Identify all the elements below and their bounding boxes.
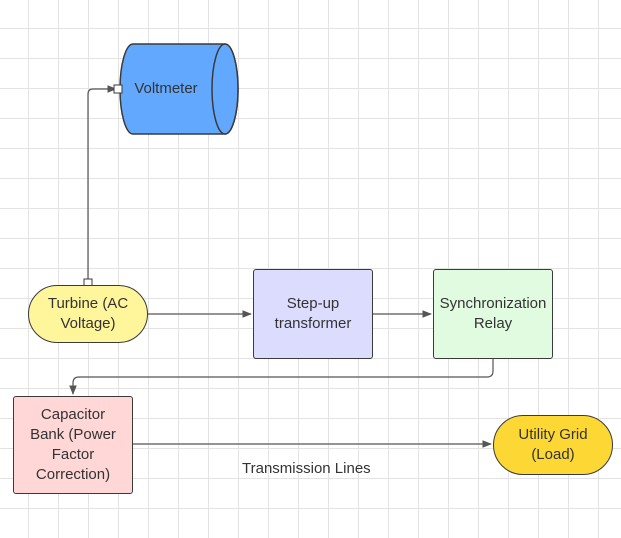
- turbine-node[interactable]: Turbine (AC Voltage): [28, 285, 148, 343]
- transmission-lines-label: Transmission Lines: [242, 460, 371, 477]
- relay-text: Synchronization Relay: [439, 295, 547, 332]
- capacitor-text: Capacitor Bank (Power Factor Correction): [30, 406, 116, 483]
- edge-turbine-to-voltmeter: [87, 85, 117, 283]
- synchronization-relay-node[interactable]: Synchronization Relay: [433, 269, 553, 359]
- stepup-text: Step-up transformer: [274, 295, 352, 332]
- voltmeter-label[interactable]: Voltmeter: [120, 44, 212, 134]
- voltmeter-text: Voltmeter: [134, 80, 198, 97]
- utility-text: Utility Grid (Load): [518, 426, 588, 463]
- utility-grid-node[interactable]: Utility Grid (Load): [493, 415, 613, 475]
- stepup-transformer-node[interactable]: Step-up transformer: [253, 269, 373, 359]
- voltmeter-cylinder[interactable]: [119, 43, 239, 135]
- connector-handle[interactable]: [113, 84, 123, 94]
- capacitor-bank-node[interactable]: Capacitor Bank (Power Factor Correction): [13, 396, 133, 494]
- edge-relay-to-capacitor: [69, 359, 494, 395]
- turbine-text: Turbine (AC Voltage): [47, 295, 129, 332]
